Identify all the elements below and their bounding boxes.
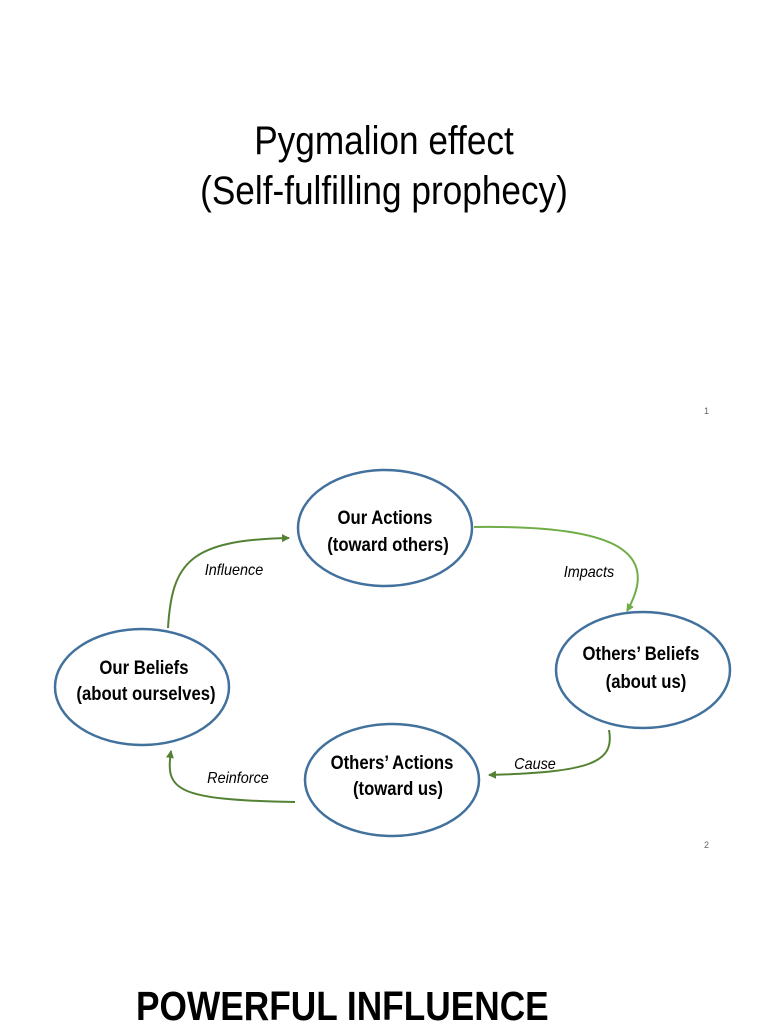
node-our-beliefs: [53, 627, 231, 747]
node-our-beliefs-line1: Our Beliefs: [99, 657, 188, 678]
node-others-beliefs-line1: Others’ Beliefs: [583, 643, 700, 664]
slide-title: Pygmalion effect (Self-fulfilling prophe…: [46, 116, 722, 216]
node-our-actions-line1: Our Actions: [338, 507, 433, 528]
node-others-beliefs-line2: (about us): [606, 671, 687, 692]
arrow-cause: [488, 729, 611, 779]
slide-heading-powerful-influence: POWERFUL INFLUENCE: [136, 983, 549, 1029]
node-others-actions-line2: (toward us): [353, 778, 443, 799]
node-others-actions: [303, 722, 481, 838]
edge-label-cause: Cause: [514, 755, 556, 773]
arrow-influence: [167, 534, 290, 629]
node-our-actions: [296, 468, 474, 588]
edge-label-reinforce: Reinforce: [207, 769, 269, 787]
node-others-beliefs: [554, 610, 732, 730]
title-line-2: (Self-fulfilling prophecy): [200, 169, 568, 213]
edge-label-influence: Influence: [205, 561, 263, 579]
node-our-beliefs-line2: (about ourselves): [76, 683, 215, 704]
node-our-actions-line2: (toward others): [327, 534, 449, 555]
edge-label-impacts: Impacts: [564, 563, 615, 581]
title-line-1: Pygmalion effect: [254, 119, 514, 163]
arrow-reinforce: [165, 750, 296, 803]
arrow-impacts: [473, 525, 639, 612]
page-number-2: 2: [704, 840, 710, 850]
page-number-1: 1: [704, 406, 710, 416]
node-others-actions-line1: Others’ Actions: [331, 752, 454, 773]
